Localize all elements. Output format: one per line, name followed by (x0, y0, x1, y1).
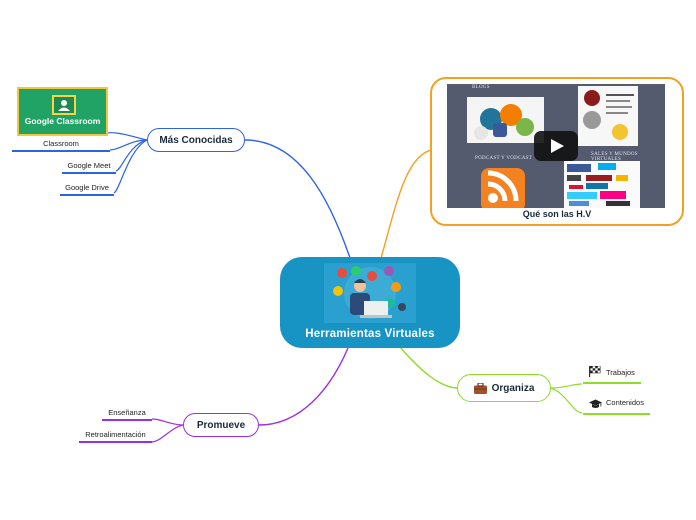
social-logos-image (564, 161, 640, 208)
wiki-logos-image (578, 86, 638, 146)
thumb-text-blogs: BLOGS (472, 85, 490, 90)
rss-icon (481, 168, 525, 208)
play-button-icon[interactable] (534, 131, 578, 161)
leaf-ensenanza-label: Enseñanza (108, 408, 146, 417)
topic-mas-conocidas[interactable]: Más Conocidas (147, 128, 245, 152)
link-promueve-retro (151, 424, 184, 443)
checkered-flag-icon (589, 366, 601, 377)
topic-promueve[interactable]: Promueve (183, 413, 259, 437)
central-topic-title: Herramientas Virtuales (305, 328, 435, 340)
google-classroom-logo-icon (52, 95, 76, 115)
graduation-cap-icon (589, 399, 602, 408)
leaf-classroom-label: Classroom (43, 139, 79, 148)
link-center-organiza (399, 346, 459, 389)
leaf-google-drive-label: Google Drive (65, 183, 109, 192)
thumb-text-podcast: PODCAST Y VODCAST (475, 156, 533, 161)
link-promueve-ensenanza (151, 418, 184, 426)
topic-promueve-label: Promueve (196, 419, 246, 431)
leaf-google-drive[interactable]: Google Drive (60, 183, 114, 196)
leaf-google-meet[interactable]: Google Meet (62, 161, 116, 174)
topic-mas-conocidas-label: Más Conocidas (159, 134, 233, 146)
blog-logos-image (467, 97, 544, 143)
leaf-ensenanza[interactable]: Enseñanza (102, 408, 152, 421)
leaf-trabajos[interactable]: Trabajos (583, 366, 641, 384)
leaf-contenidos[interactable]: Contenidos (583, 397, 650, 415)
link-center-video (380, 149, 433, 259)
google-classroom-image: Google Classroom (17, 87, 108, 136)
video-thumbnail[interactable]: BLOGS PODCAST Y VODCAST SALES Y MUNDOS V… (447, 84, 665, 208)
link-mas-conocidas-meet (115, 139, 148, 172)
thumb-text-sociales: SALES Y MUNDOS VIRTUALES (591, 152, 638, 162)
central-topic[interactable]: Herramientas Virtuales (280, 257, 460, 348)
tools-illustration (324, 263, 416, 323)
leaf-trabajos-label: Trabajos (606, 368, 635, 377)
topic-organiza-label: Organiza (491, 382, 535, 394)
briefcase-icon (473, 381, 487, 394)
leaf-retroalimentacion[interactable]: Retroalimentación (79, 430, 152, 443)
link-center-promueve (258, 347, 349, 426)
topic-video-label: Qué son las H.V (522, 209, 592, 219)
link-organiza-contenidos (549, 387, 583, 414)
leaf-google-meet-label: Google Meet (67, 161, 111, 170)
leaf-contenidos-label: Contenidos (606, 398, 644, 407)
link-mas-conocidas-drive (113, 139, 148, 194)
leaf-retroalimentacion-label: Retroalimentación (85, 430, 146, 439)
leaf-classroom[interactable]: Classroom (12, 139, 110, 152)
topic-organiza[interactable]: Organiza (457, 374, 551, 402)
link-center-mas-conocidas (244, 139, 351, 259)
link-mas-conocidas-classroom (109, 139, 148, 151)
google-classroom-label: Google Classroom (24, 116, 101, 126)
link-organiza-trabajos (549, 383, 583, 389)
